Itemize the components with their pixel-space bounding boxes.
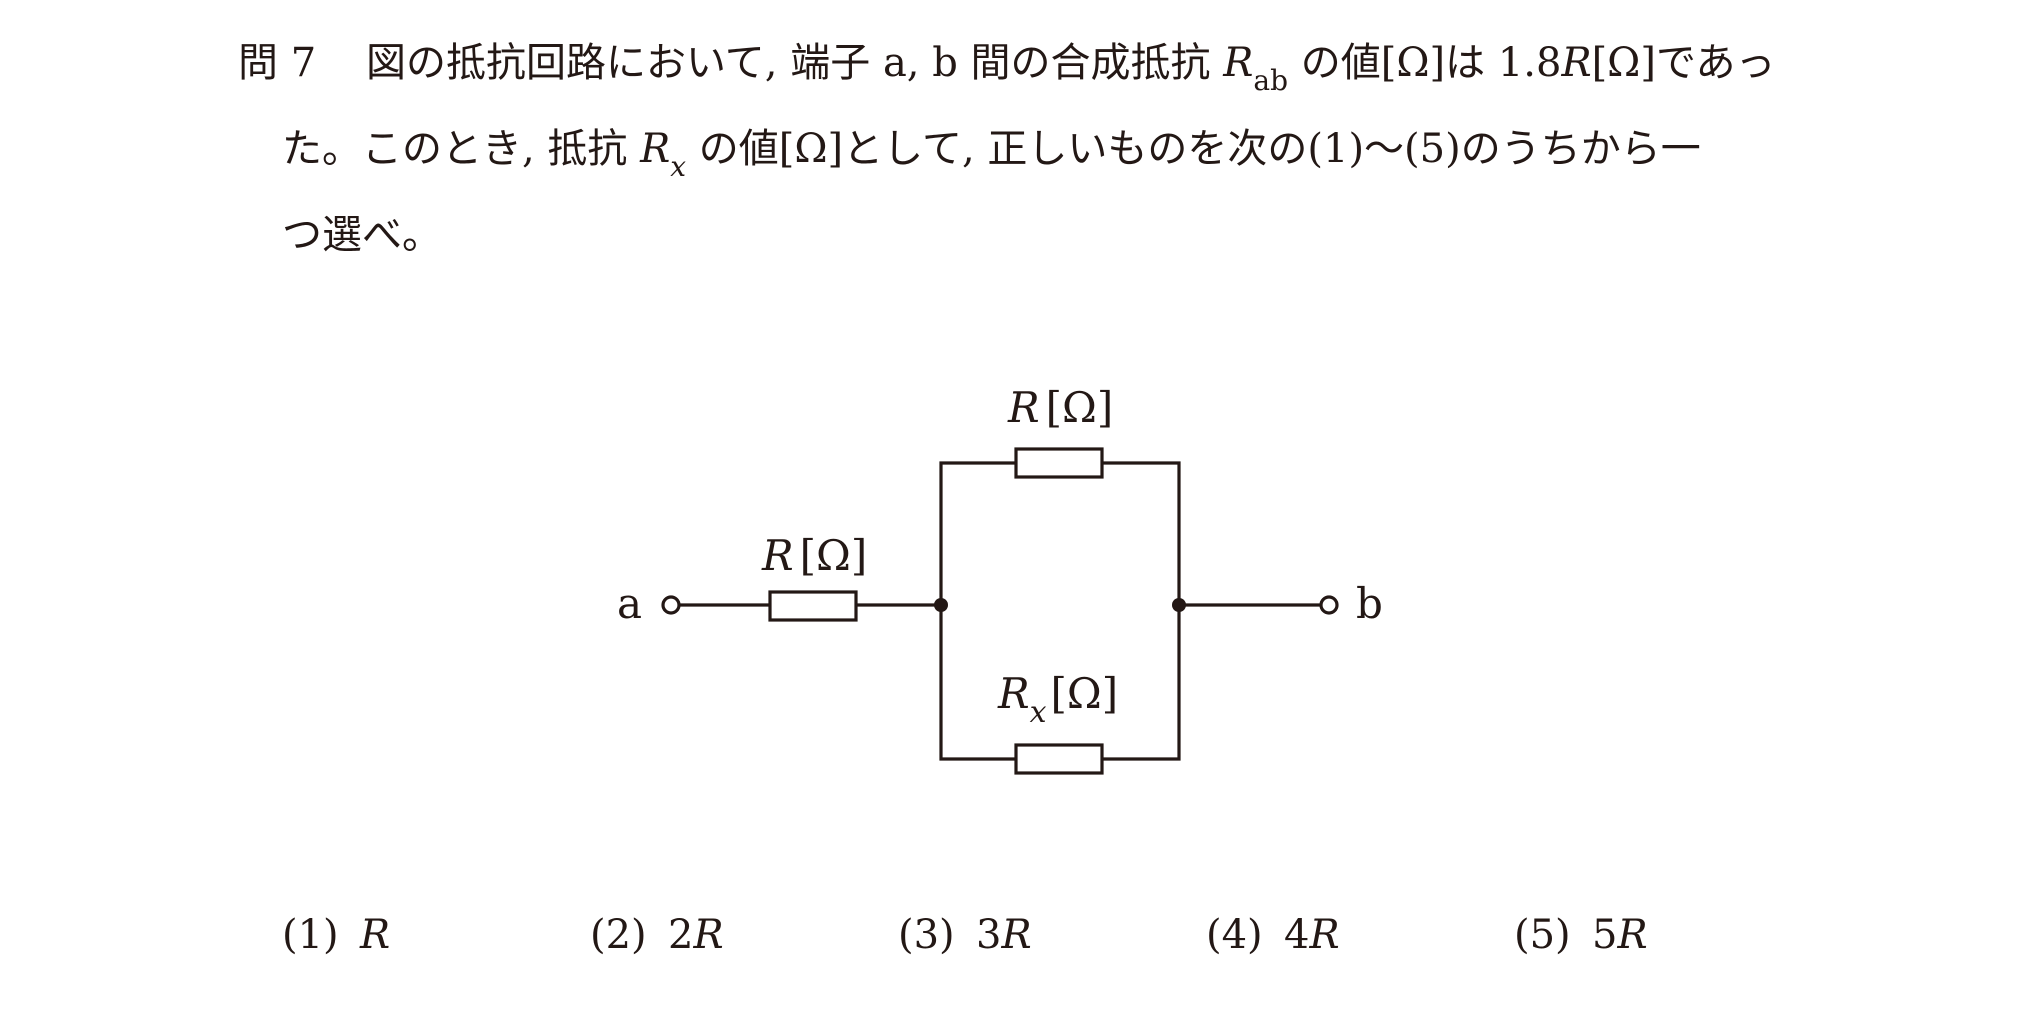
top-resistor-var: R xyxy=(1007,383,1040,432)
choice-2-var: R xyxy=(693,912,724,958)
choice-3-coef: 3 xyxy=(976,912,1002,958)
question-text-1b: の値[Ω]は 1.8 xyxy=(1288,40,1562,86)
sub-x: x xyxy=(670,150,687,183)
bottom-resistor-sub: x xyxy=(1030,695,1047,730)
bottom-resistor-label: Rx[Ω] xyxy=(997,669,1118,730)
question-text-2a: た。このとき, 抵抗 xyxy=(282,126,641,172)
choice-5-var: R xyxy=(1617,912,1648,958)
choice-4: (4) 4R xyxy=(1206,905,1340,965)
choice-2: (2) 2R xyxy=(590,905,724,965)
wire-top-branch xyxy=(939,461,1181,605)
top-resistor-unit: [Ω] xyxy=(1046,383,1114,432)
question-line-3: つ選べ。 xyxy=(238,194,1838,276)
terminal-b xyxy=(1319,595,1339,615)
question-text-2b: の値[Ω]として, 正しいものを次の(1)～(5)のうちから一 xyxy=(686,126,1701,172)
choice-5: (5) 5R xyxy=(1514,905,1648,965)
sub-ab: ab xyxy=(1253,64,1289,97)
var-r-ab: R xyxy=(1223,40,1254,86)
choice-1-number: (1) xyxy=(282,912,339,958)
var-r-x: R xyxy=(640,126,671,172)
terminal-b-label: b xyxy=(1356,579,1383,628)
series-resistor xyxy=(768,590,858,622)
bottom-resistor xyxy=(1014,743,1104,775)
question-text-3: つ選べ。 xyxy=(282,212,442,258)
choice-1-var: R xyxy=(360,912,391,958)
question-number: 問 7 xyxy=(238,40,317,86)
terminal-a-label: a xyxy=(617,579,642,628)
choice-3: (3) 3R xyxy=(898,905,1032,965)
terminal-a xyxy=(661,595,681,615)
choice-4-coef: 4 xyxy=(1284,912,1310,958)
choice-2-number: (2) xyxy=(590,912,647,958)
choice-5-number: (5) xyxy=(1514,912,1571,958)
series-resistor-label: R[Ω] xyxy=(761,531,867,580)
series-resistor-var: R xyxy=(761,531,794,580)
question-line-1: 問 7 図の抵抗回路において, 端子 a, b 間の合成抵抗 Rab の値[Ω]は… xyxy=(238,22,1838,108)
bottom-resistor-var: R xyxy=(997,669,1030,718)
choice-4-number: (4) xyxy=(1206,912,1263,958)
choice-2-coef: 2 xyxy=(668,912,694,958)
question-line-2: た。このとき, 抵抗 Rx の値[Ω]として, 正しいものを次の(1)～(5)の… xyxy=(238,108,1838,194)
question-text-1a: 図の抵抗回路において, 端子 a, b 間の合成抵抗 xyxy=(366,40,1224,86)
choice-5-coef: 5 xyxy=(1592,912,1618,958)
choice-1: (1) R xyxy=(282,905,390,965)
question-text-1c: [Ω]であっ xyxy=(1591,40,1776,86)
junction-right xyxy=(1172,598,1186,612)
choice-3-var: R xyxy=(1001,912,1032,958)
junction-left xyxy=(934,598,948,612)
bottom-resistor-unit: [Ω] xyxy=(1051,669,1119,718)
choice-3-number: (3) xyxy=(898,912,955,958)
var-r-value: R xyxy=(1561,40,1592,86)
top-resistor-label: R[Ω] xyxy=(1007,383,1113,432)
series-resistor-unit: [Ω] xyxy=(800,531,868,580)
choice-4-var: R xyxy=(1309,912,1340,958)
top-resistor xyxy=(1014,447,1104,479)
question-text: 問 7 図の抵抗回路において, 端子 a, b 間の合成抵抗 Rab の値[Ω]は… xyxy=(238,22,1838,276)
